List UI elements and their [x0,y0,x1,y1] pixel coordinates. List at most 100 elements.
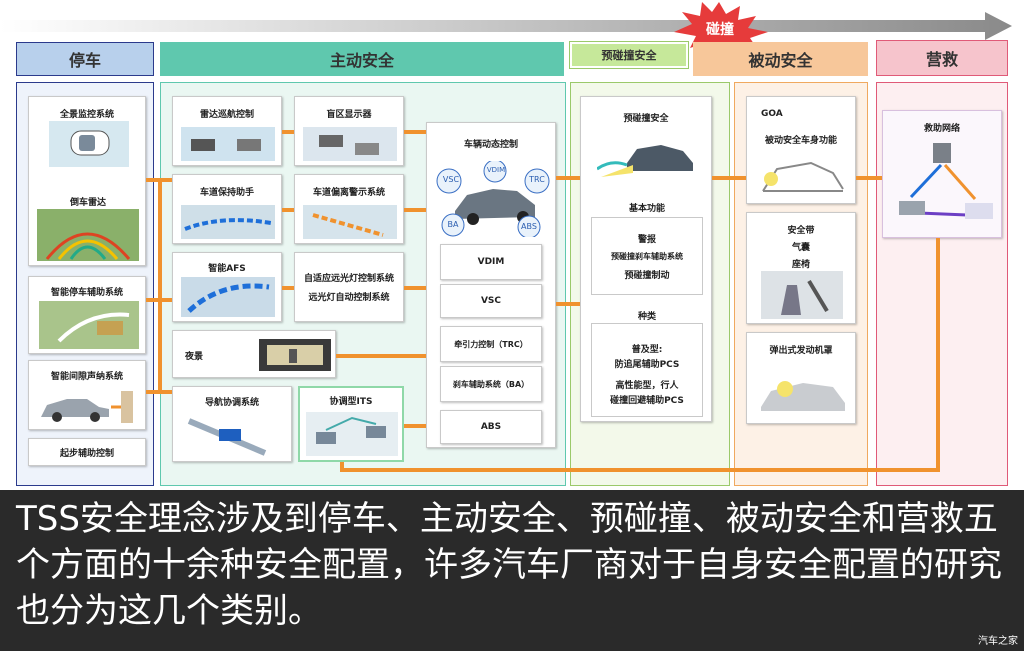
radar-cruise-icon [181,127,275,161]
phase-header-pre-collision: 预碰撞安全 [570,42,688,68]
type-text: 高性能型，行人 [615,381,679,391]
phase-header-active-safety: 主动安全 [160,42,564,76]
parking-card-assist: 智能停车辅助系统 [28,276,146,354]
active-card-lane-departure: 车道偏离警示系统 [294,174,404,244]
active-card-afs: 智能AFS [172,252,282,322]
dynamics-item-label: ABS [480,422,502,432]
connector-line [282,208,294,212]
active-card-night-view: 夜景 [172,330,336,378]
connector-line [856,176,882,180]
connector-line [158,178,162,392]
connector-line [404,208,426,212]
airbag-label: 气囊 [791,243,810,253]
phase-header-parking: 停车 [16,42,154,76]
rescue-network-icon [899,143,993,219]
its-label: 协调型ITS [329,397,373,407]
connector-line [282,130,294,134]
dynamics-item-label: VSC [480,296,502,306]
timeline-arrow [0,12,1012,40]
radar-cruise-label: 雷达巡航控制 [199,110,254,120]
lane-departure-icon [303,205,397,239]
badge-abs: ABS [521,222,537,231]
lane-keep-icon [181,205,275,239]
lane-departure-label: 车道偏离警示系统 [312,188,385,198]
basic-item: 预碰撞刹车辅助系统 [611,252,683,261]
surround-view-label: 全景监控系统 [59,110,114,120]
connector-line [936,238,940,472]
rescue-card: 救助网络 [882,110,1002,238]
active-card-its: 协调型ITS [298,386,404,462]
night-view-label: 夜景 [185,352,204,362]
types-title: 种类 [637,312,656,322]
dynamics-item-label: 牵引力控制（TRC） [454,339,528,349]
nav-coop-icon [187,418,267,456]
connector-line [404,286,426,290]
type-text: 碰撞回避辅助PCS [610,396,684,406]
dynamics-item-label: 刹车辅助系统（BA） [452,379,530,389]
seat-label: 座椅 [791,260,810,270]
goa-label: GOA [761,109,783,119]
blind-spot-icon [303,127,397,161]
adaptive-light-label-2: 远光灯自动控制系统 [308,293,390,303]
dynamics-item: VDIM [440,244,542,280]
active-card-adaptive-light: 自适应远光灯控制系统 远光灯自动控制系统 [294,252,404,322]
phase-header-passive-safety: 被动安全 [693,42,868,76]
caption-bar: TSS安全理念涉及到停车、主动安全、预碰撞、被动安全和营救五个方面的十余种安全配… [0,490,1024,651]
parking-card-start-assist: 起步辅助控制 [28,438,146,466]
hood-label: 弹出式发动机罩 [769,346,833,356]
badge-vdim: VDIM [486,166,506,174]
connector-line [556,302,580,306]
nav-coop-label: 导航协调系统 [204,398,259,408]
watermark: 汽车之家 [978,636,1018,647]
type-text: 防追尾辅助PCS [614,360,680,370]
seat-icon [761,271,843,319]
passive-card-body: GOA 被动安全车身功能 [746,96,856,204]
pre-collision-title: 预碰撞安全 [623,114,669,124]
body-frame-icon [762,161,844,192]
parking-card-sonar: 智能间隙声纳系统 [28,360,146,430]
car-topview-icon [49,121,129,167]
adaptive-light-label-1: 自适应远光灯控制系统 [303,274,394,284]
badge-vsc: VSC [442,175,460,184]
connector-line [340,468,940,472]
types-box: 普及型: 防追尾辅助PCS 高性能型，行人 碰撞回避辅助PCS [591,323,703,417]
connector-line [556,176,580,180]
connector-line [282,286,294,290]
reverse-radar-label: 倒车雷达 [69,198,106,208]
start-assist-label: 起步辅助控制 [59,448,114,459]
dynamics-car-icon [436,161,550,237]
parking-assist-label: 智能停车辅助系统 [50,288,123,298]
active-card-radar-cruise: 雷达巡航控制 [172,96,282,166]
connector-line [336,354,426,358]
basic-functions-box: 警报 预碰撞刹车辅助系统 预碰撞制动 [591,217,703,295]
sonar-label: 智能间隙声纳系统 [50,372,123,382]
dynamics-item: ABS [440,410,542,444]
rescue-network-label: 救助网络 [923,124,960,134]
connector-line [404,130,426,134]
its-icon [306,412,398,456]
connector-line [712,176,746,180]
passive-card-hood: 弹出式发动机罩 [746,332,856,424]
connector-line [146,390,172,394]
active-card-lane-keep: 车道保持助手 [172,174,282,244]
type-text: 普及型: [631,345,663,355]
active-card-blind-spot: 盲区显示器 [294,96,404,166]
connector-line [340,462,344,472]
dynamics-item: VSC [440,284,542,318]
collision-label: 碰撞 [706,22,734,38]
basic-item: 警报 [637,235,656,245]
afs-label: 智能AFS [208,264,246,274]
blind-spot-label: 盲区显示器 [326,110,372,120]
dynamics-item: 刹车辅助系统（BA） [440,366,542,402]
dynamics-title: 车辆动态控制 [463,140,518,150]
dynamics-item-label: VDIM [477,257,505,267]
caption-text: TSS安全理念涉及到停车、主动安全、预碰撞、被动安全和营救五个方面的十余种安全配… [16,499,1002,631]
sonar-car-icon [41,391,133,423]
body-label: 被动安全车身功能 [764,136,837,146]
phase-header-rescue: 营救 [876,40,1008,76]
pre-collision-car-icon [597,145,693,177]
night-view-icon [259,339,331,371]
basic-item: 预碰撞制动 [624,271,670,281]
pre-collision-box: 预碰撞安全 基本功能 警报 预碰撞刹车辅助系统 预碰撞制动 种类 普及型: 防追… [580,96,712,422]
badge-ba: BA [447,220,459,229]
